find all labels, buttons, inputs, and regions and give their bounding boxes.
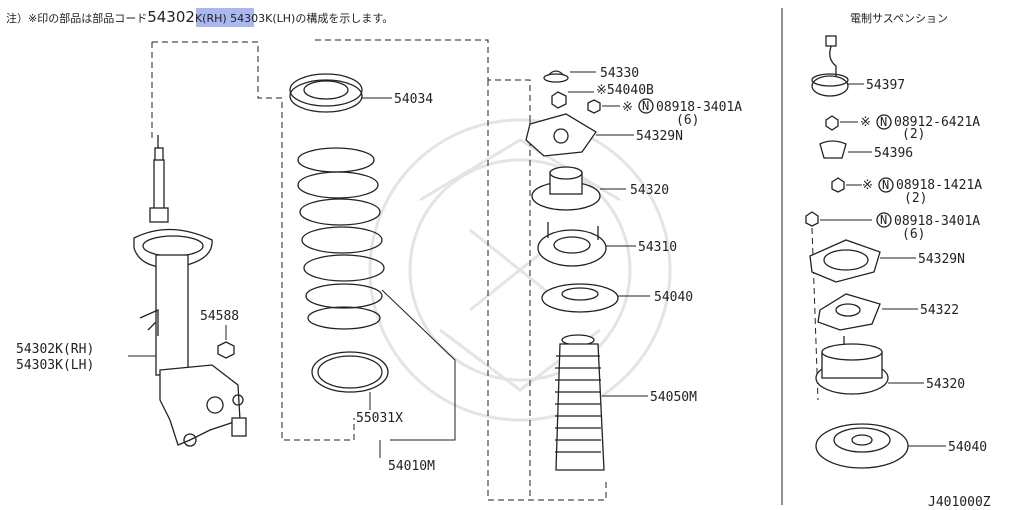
spring-seat-54034: 54034 [289,73,433,113]
svg-text:N: N [880,213,887,227]
coil-spring-54010m [297,147,385,330]
svg-text:08918-3401A: 08918-3401A [894,214,980,229]
svg-text:※: ※ [860,115,871,130]
svg-text:54303K(LH): 54303K(LH) [16,358,94,373]
insulator-54329n-inset: 54329N [809,239,965,283]
screw-08912-6421a: ※ N 08912-6421A (2) [825,114,980,142]
svg-text:54396: 54396 [874,146,913,161]
nut-54588: 54588 [200,309,239,359]
spring-rubber-55031x: 55031X [311,351,403,426]
svg-text:55031X: 55031X [356,411,403,426]
svg-text:08912-6421A: 08912-6421A [894,115,980,130]
svg-text:54588: 54588 [200,309,239,324]
svg-text:54010M: 54010M [388,459,435,474]
svg-text:54040: 54040 [948,440,987,455]
actuator-54397: 54397 [811,35,905,97]
svg-text:54034: 54034 [394,92,433,107]
mount-54310: 54310 [537,222,677,267]
strut-label: 54302K(RH) 54303K(LH) [16,342,156,373]
spring-leader: 54010M [379,289,456,474]
svg-text:08918-3401A: 08918-3401A [656,100,742,115]
cap-54330: 54330 [543,66,639,83]
header-note: 注）※印の部品は部品コード54302K(RH) 54303K(LH)の構成を示し… [6,8,393,27]
svg-text:(6): (6) [676,113,699,128]
svg-text:54330: 54330 [600,66,639,81]
svg-text:54322: 54322 [920,303,959,318]
bearing-54040-inset: 54040 [815,423,987,469]
svg-text:54320: 54320 [926,377,965,392]
svg-text:54329N: 54329N [636,129,683,144]
svg-text:54040: 54040 [654,290,693,305]
bracket-54322: 54322 [817,293,959,331]
svg-text:(2): (2) [902,127,925,142]
nut-54040b: ※54040B [551,83,654,109]
highlight-box [196,8,254,27]
nut-08918-3401a-inset: N 08918-3401A (6) [805,211,980,242]
svg-text:N: N [642,99,649,113]
svg-text:注）※印の部品は部品コード54302K(RH) 54303K: 注）※印の部品は部品コード54302K(RH) 54303K(LH)の構成を示し… [6,8,393,26]
nut-08918-3401a: ※ N 08918-3401A (6) [587,98,742,128]
watermark-emblem [368,118,672,422]
strut-assembly [133,135,247,447]
highlighted-part-code: 54302 [147,8,195,26]
svg-text:※54040B: ※54040B [596,83,654,98]
mount-54320-inset: 54320 [815,336,965,395]
svg-text:※: ※ [862,178,873,193]
screw-08918-1421a: ※ N 08918-1421A (2) [831,177,982,206]
diagram-id: J401000Z [928,495,991,510]
bracket-54396: 54396 [819,140,913,161]
svg-text:(6): (6) [902,227,925,242]
mount-54320: 54320 [531,166,669,211]
svg-text:08918-1421A: 08918-1421A [896,178,982,193]
dust-boot-54050m: 54050M [555,334,697,471]
svg-text:54320: 54320 [630,183,669,198]
insulator-54329n: 54329N [525,113,683,157]
svg-text:(2): (2) [904,191,927,206]
svg-text:54050M: 54050M [650,390,697,405]
bearing-54040: 54040 [541,283,693,313]
svg-text:54397: 54397 [866,78,905,93]
svg-text:N: N [880,115,887,129]
strut-assembly-outline [152,41,355,441]
svg-text:54302K(RH): 54302K(RH) [16,342,94,357]
svg-text:54329N: 54329N [918,252,965,267]
svg-text:※: ※ [622,100,633,115]
svg-text:N: N [882,178,889,192]
svg-text:54310: 54310 [638,240,677,255]
inset-title: 電制サスペンション [850,12,948,25]
